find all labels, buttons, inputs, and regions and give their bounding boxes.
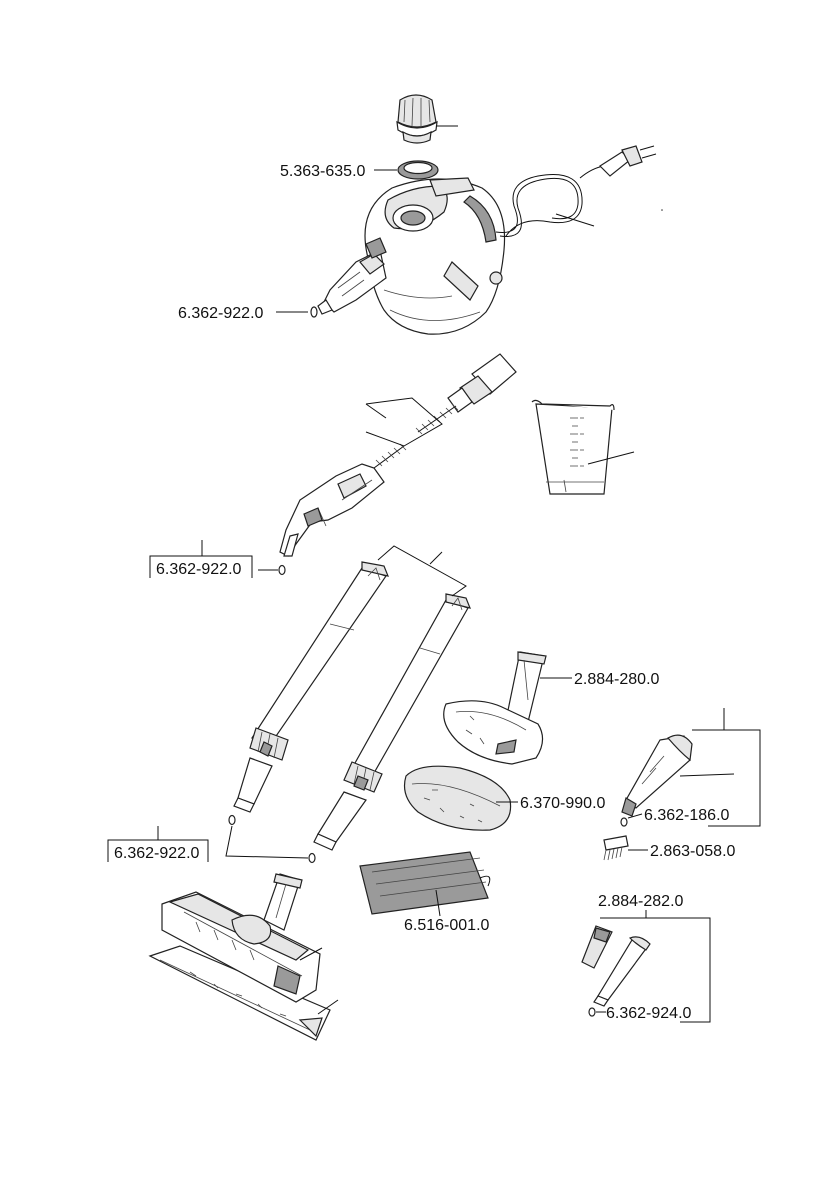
oring-gun-group: 6.362-922.0 (150, 540, 285, 578)
part-number-mesh-bag: 6.516-001.0 (404, 917, 490, 934)
steam-cleaner-body (318, 146, 656, 334)
part-number-point-nozzle-oring: 6.362-186.0 (644, 807, 730, 824)
part-number-detail-oring: 6.362-924.0 (606, 1005, 692, 1022)
detail-nozzle-set-group: 2.884-282.0 6.362-924.0 (582, 893, 710, 1022)
oring-unit-nozzle: 6.362-922.0 (178, 305, 317, 322)
steam-gun-assembly (280, 354, 516, 556)
part-number-terry-cover: 6.370-990.0 (520, 795, 606, 812)
part-number-cap-seal: 5.363-635.0 (280, 163, 366, 180)
hose-spring-upper (416, 404, 458, 434)
part-number-oring-tubes: 6.362-922.0 (114, 845, 200, 862)
measuring-cup (532, 400, 634, 494)
oring-tubes-group: 6.362-922.0 (108, 816, 315, 863)
round-brush-group: 2.863-058.0 (604, 836, 736, 860)
hose-spring-lower (374, 444, 406, 468)
part-number-oring-gun: 6.362-922.0 (156, 561, 242, 578)
terry-cover-group: 6.370-990.0 (405, 766, 606, 830)
cap-seal: 5.363-635.0 (280, 161, 438, 180)
part-number-detail-nozzle-set: 2.884-282.0 (598, 893, 684, 910)
tube-leader (378, 546, 466, 596)
mesh-bag-group: 6.516-001.0 (360, 852, 490, 934)
floor-nozzle-group (150, 874, 338, 1040)
stray-mark (661, 209, 663, 211)
part-number-round-brush: 2.863-058.0 (650, 843, 736, 860)
part-number-oring-unit: 6.362-922.0 (178, 305, 264, 322)
point-nozzle-group: 6.362-186.0 (621, 708, 760, 826)
hand-nozzle-cover-group: 2.884-280.0 (444, 652, 660, 764)
safety-cap (397, 95, 458, 143)
part-number-hand-nozzle-cover: 2.884-280.0 (574, 671, 660, 688)
